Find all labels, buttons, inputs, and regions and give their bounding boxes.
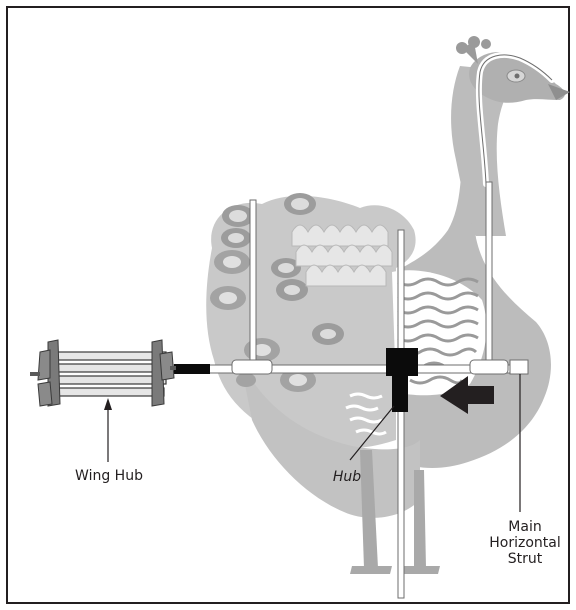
main-horizontal-strut-label: Main Horizontal Strut [470,519,576,567]
vertical-rod-right [486,182,492,368]
wing-connector [174,364,210,374]
vertical-rod-left [250,200,256,366]
wing-hub-label: Wing Hub [44,468,174,484]
joint-left [232,360,272,374]
main-strut-label-line3: Strut [470,551,576,567]
covert-feathers [292,225,392,286]
vertical-rod-center [398,230,404,598]
main-strut-label-line1: Main [470,519,576,535]
hub-block [386,348,418,376]
joint-right [470,360,508,374]
main-strut-label-line2: Horizontal [470,535,576,551]
strut-end [510,360,528,374]
hub-label: Hub [302,469,392,485]
